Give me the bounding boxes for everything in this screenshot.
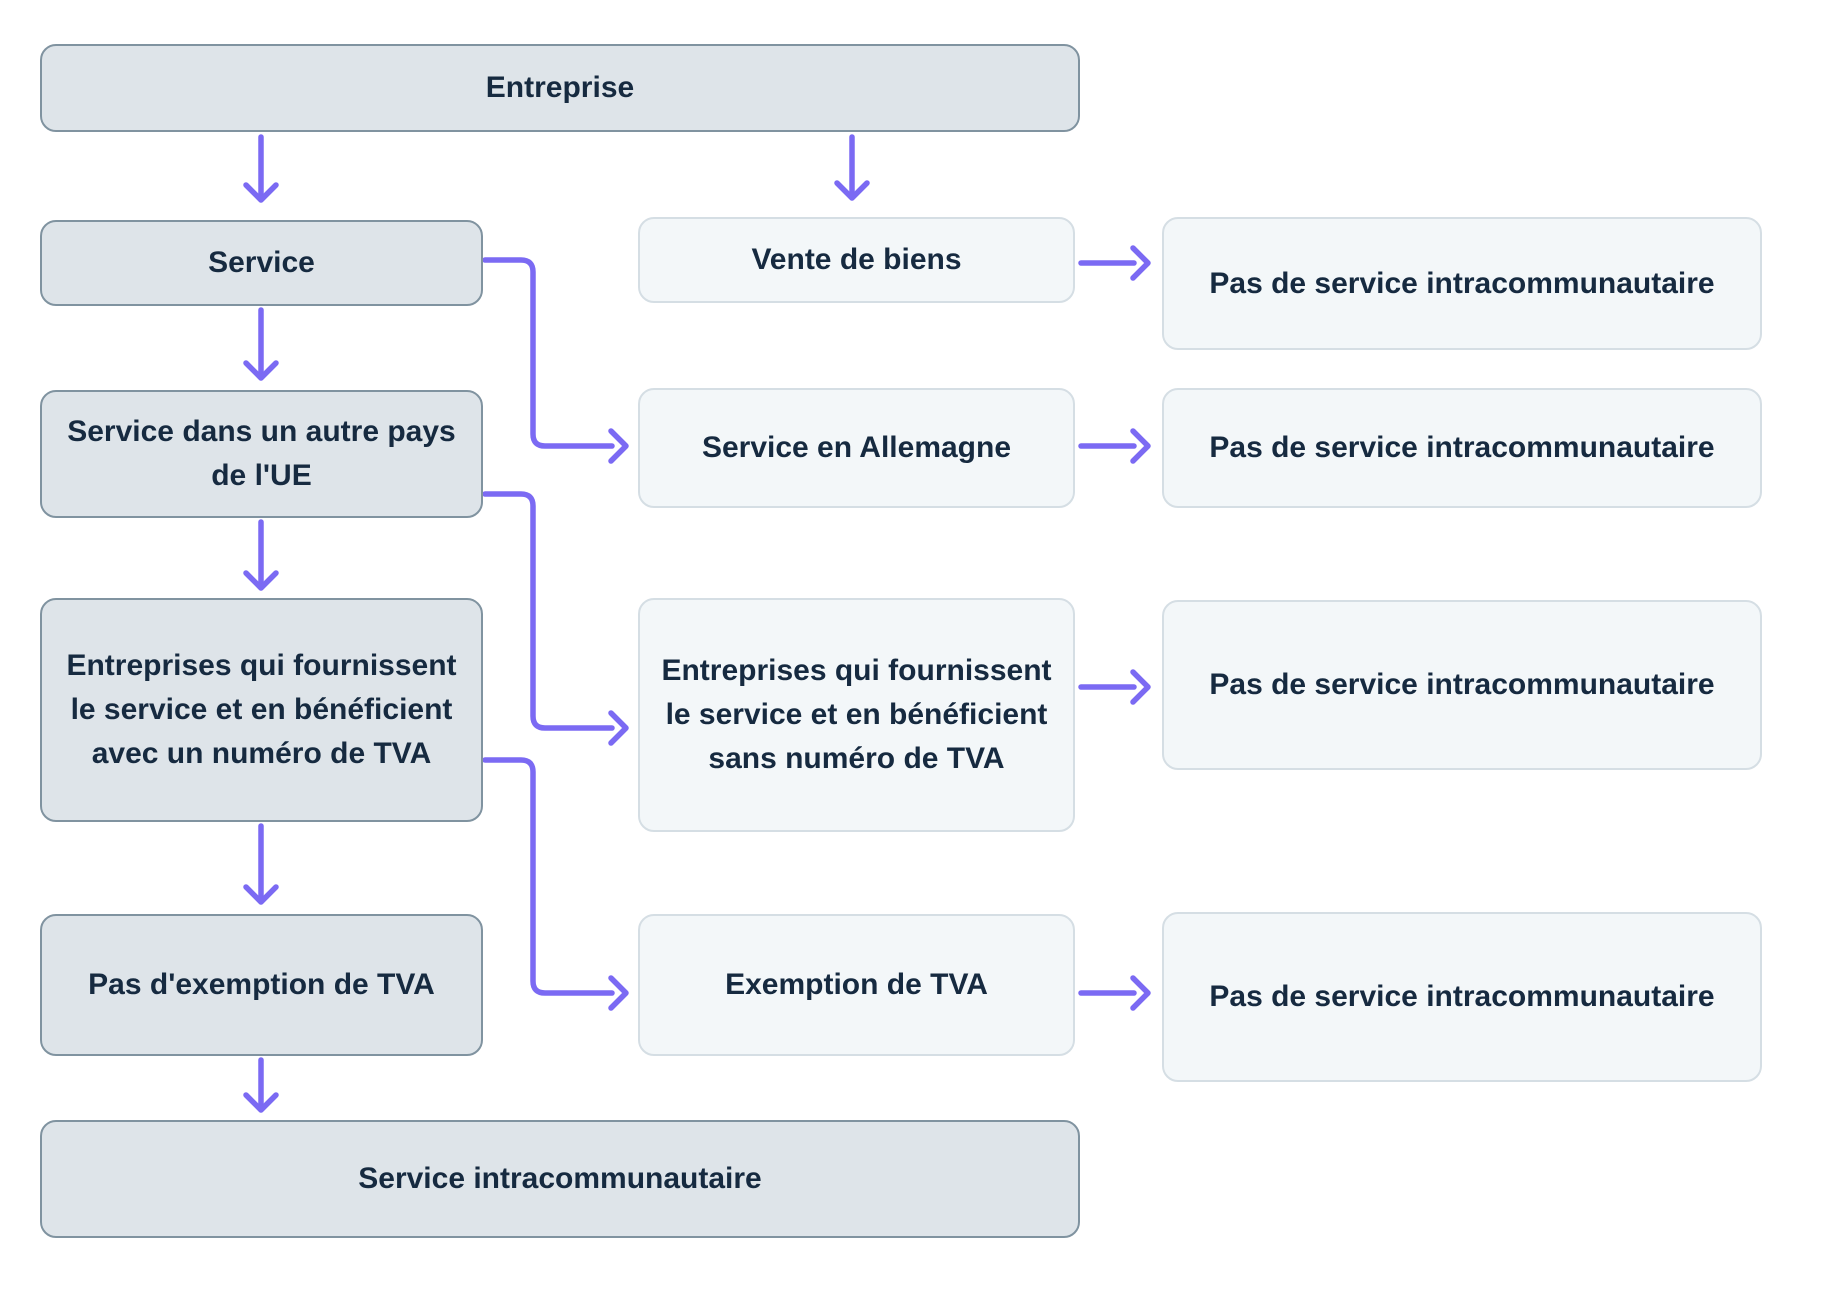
elbow-service-autre-pays-to-fournissent-sans-tva [482,491,629,746]
node-pas-service-4: Pas de service intracommunautaire [1162,912,1762,1082]
node-entreprise: Entreprise [40,44,1080,132]
node-vente-de-biens-label: Vente de biens [751,243,962,276]
node-pas-service-4-label: Pas de service intracommunautaire [1209,980,1715,1013]
elbow-service-to-service-allemagne [482,257,629,464]
arrow-entreprise-to-vente-de-biens [834,134,870,201]
node-service-intracommunautaire-label: Service intracommunautaire [358,1162,762,1195]
node-pas-service-3: Pas de service intracommunautaire [1162,600,1762,770]
arrow-service-autre-pays-to-fournissent-avec-tva [243,519,279,591]
node-pas-exemption-label: Pas d'exemption de TVA [88,968,435,1001]
node-pas-exemption: Pas d'exemption de TVA [40,914,483,1056]
node-pas-service-1-label: Pas de service intracommunautaire [1209,266,1715,300]
node-pas-service-2: Pas de service intracommunautaire [1162,388,1762,508]
arrow-service-allemagne-to-pas-service-2 [1078,428,1151,464]
arrow-fournissent-avec-tva-to-pas-exemption [243,823,279,905]
node-fournissent-avec-tva: Entreprises qui fournissent le service e… [40,598,483,822]
node-service-allemagne: Service en Allemagne [638,388,1075,508]
node-service-label: Service [208,246,315,279]
arrow-entreprise-to-service [243,134,279,203]
arrow-service-to-service-autre-pays [243,307,279,381]
node-vente-de-biens: Vente de biens [638,217,1075,303]
node-service-autre-pays: Service dans un autre pays de l'UE [40,390,483,518]
node-service: Service [40,220,483,306]
node-fournissent-sans-tva: Entreprises qui fournissent le service e… [638,598,1075,832]
node-service-allemagne-label: Service en Allemagne [701,431,1012,464]
arrow-vente-de-biens-to-pas-service-1 [1078,245,1151,281]
node-pas-service-3-label: Pas de service intracommunautaire [1209,668,1715,701]
node-pas-service-2-label: Pas de service intracommunautaire [1209,431,1715,464]
elbow-fournissent-avec-tva-to-exemption [482,757,629,1011]
node-entreprise-label: Entreprise [485,71,635,104]
arrow-fournissent-sans-tva-to-pas-service-3 [1078,669,1151,705]
node-exemption: Exemption de TVA [638,914,1075,1056]
arrow-pas-exemption-to-service-intracommunautaire [243,1057,279,1113]
node-fournissent-sans-tva-label: Entreprises qui fournissent le service e… [661,654,1052,775]
node-service-intracommunautaire: Service intracommunautaire [40,1120,1080,1238]
node-service-autre-pays-label: Service dans un autre pays de l'UE [67,415,456,492]
arrow-exemption-to-pas-service-4 [1078,975,1151,1011]
node-pas-service-1: Pas de service intracommunautaire [1162,217,1762,350]
node-exemption-label: Exemption de TVA [725,968,988,1001]
node-fournissent-avec-tva-label: Entreprises qui fournissent le service e… [66,649,457,770]
